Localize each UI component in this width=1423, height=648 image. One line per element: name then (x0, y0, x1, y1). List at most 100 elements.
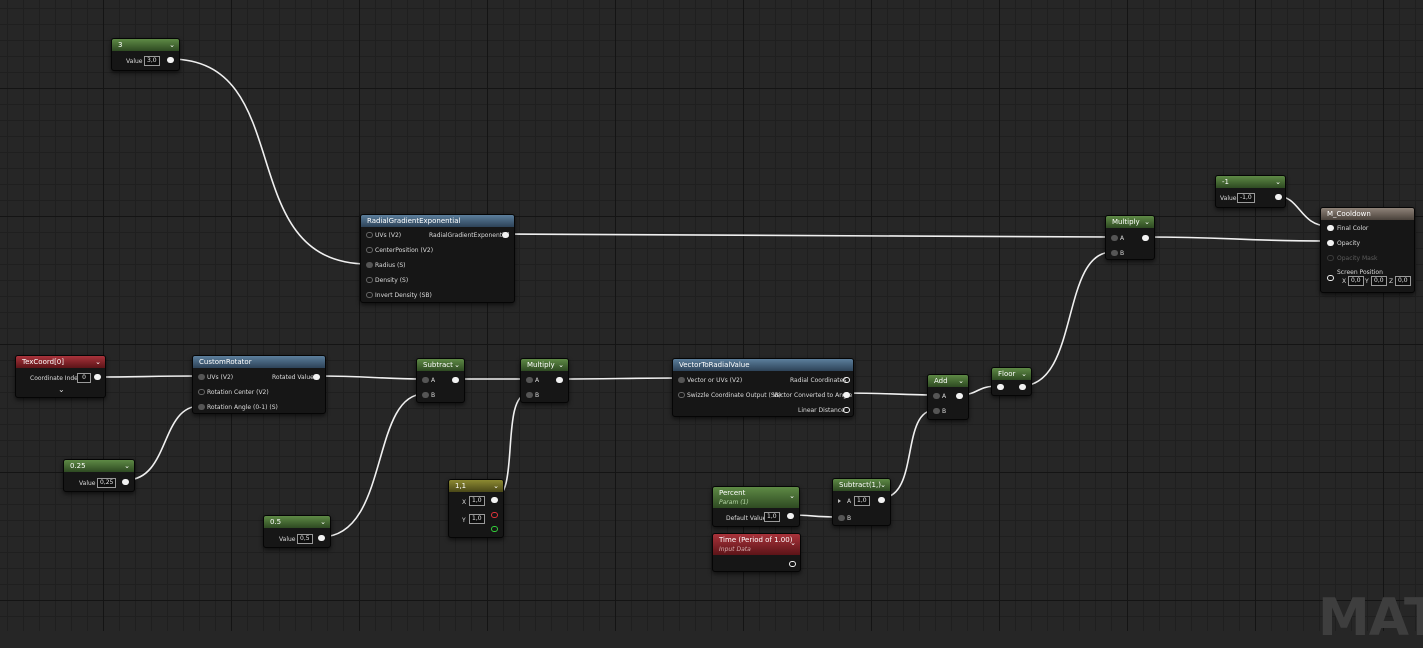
node-subtitle: Param (1) (719, 499, 749, 506)
x-field[interactable]: 0,0 (1348, 276, 1364, 286)
chevron-down-icon[interactable]: ⌄ (169, 41, 175, 49)
input-pin[interactable] (1327, 225, 1334, 231)
chevron-down-icon[interactable]: ⌄ (1144, 218, 1150, 226)
input-pin[interactable] (366, 292, 373, 298)
chevron-down-icon[interactable]: ⌄ (1021, 370, 1027, 378)
output-pin[interactable] (491, 497, 498, 503)
chevron-down-icon[interactable]: ⌄ (493, 482, 499, 490)
input-label: UVs (V2) (207, 374, 234, 381)
output-pin[interactable] (843, 392, 850, 398)
chevron-down-icon[interactable]: ⌄ (880, 481, 886, 489)
input-pin[interactable] (1327, 255, 1334, 261)
constant-node-05[interactable]: 0.5⌄ Value 0,5 (263, 515, 331, 548)
input-pin-b[interactable] (838, 515, 845, 521)
value-field[interactable]: 3,0 (144, 56, 160, 66)
chevron-down-icon[interactable]: ⌄ (789, 492, 795, 500)
coordinate-index-field[interactable]: 0 (77, 373, 91, 383)
chevron-down-icon[interactable]: ⌄ (1275, 178, 1281, 186)
input-pin-b[interactable] (422, 392, 429, 398)
collapse-arrow-icon[interactable] (838, 499, 841, 503)
constant-node-neg1[interactable]: -1⌄ Value -1,0 (1215, 175, 1286, 208)
wire-rotator-to-subtract-a (315, 375, 425, 380)
output-pin[interactable] (843, 407, 850, 413)
value-field[interactable]: -1,0 (1237, 193, 1255, 203)
input-pin[interactable] (678, 377, 685, 383)
texcoord-node[interactable]: TexCoord[0]⌄ Coordinate Index 0 ⌄ (15, 355, 106, 398)
output-pin-red[interactable] (491, 512, 498, 518)
node-title: Multiply ⌄ (1106, 216, 1154, 228)
constant2vector-node-11[interactable]: 1,1⌄ X 1,0 Y 1,0 (448, 479, 504, 538)
input-pin[interactable] (1327, 240, 1334, 246)
output-pin[interactable] (94, 374, 101, 380)
input-pin[interactable] (678, 392, 685, 398)
y-field[interactable]: 0,0 (1371, 276, 1387, 286)
chevron-down-icon[interactable]: ⌄ (558, 361, 564, 369)
chevron-down-icon[interactable]: ⌄ (958, 377, 964, 385)
multiply-node-mid[interactable]: Multiply⌄ A B (520, 358, 569, 403)
constant-node-3[interactable]: 3⌄ Value 3,0 (111, 38, 180, 71)
subtract-one-minus-node[interactable]: Subtract(1,)⌄ A 1,0 B (832, 478, 891, 526)
input-pin[interactable] (198, 374, 205, 380)
output-pin[interactable] (318, 535, 325, 541)
output-pin[interactable] (502, 232, 509, 238)
output-pin[interactable] (878, 497, 885, 503)
a-value-field[interactable]: 1,0 (854, 496, 870, 506)
default-value-field[interactable]: 1,0 (764, 512, 780, 522)
material-result-node[interactable]: M_Cooldown Final Color Opacity Opacity M… (1320, 207, 1415, 293)
chevron-down-icon[interactable]: ⌄ (95, 358, 101, 366)
output-pin[interactable] (1275, 194, 1282, 200)
input-pin[interactable] (366, 262, 373, 268)
constant-node-025[interactable]: 0.25⌄ Value 0,25 (63, 459, 135, 492)
input-pin[interactable] (1327, 275, 1334, 281)
material-watermark: MAT (1318, 588, 1423, 648)
radial-gradient-node[interactable]: RadialGradientExponential UVs (V2) Cente… (360, 214, 515, 303)
chevron-down-icon[interactable]: ⌄ (454, 361, 460, 369)
input-pin-a[interactable] (422, 377, 429, 383)
input-pin-b[interactable] (526, 392, 533, 398)
custom-rotator-node[interactable]: CustomRotator UVs (V2) Rotation Center (… (192, 355, 326, 414)
output-pin[interactable] (787, 513, 794, 519)
output-pin-green[interactable] (491, 526, 498, 532)
value-field[interactable]: 0,25 (97, 478, 117, 488)
chevron-down-icon[interactable]: ⌄ (320, 518, 326, 526)
time-node[interactable]: Time (Period of 1.00) Input Data ⌄ (712, 533, 801, 572)
add-node[interactable]: Add⌄ A B (927, 374, 969, 420)
z-field[interactable]: 0,0 (1395, 276, 1411, 286)
chevron-down-icon[interactable]: ⌄ (790, 539, 796, 547)
input-label: Opacity (1337, 240, 1361, 247)
input-pin[interactable] (366, 277, 373, 283)
output-pin[interactable] (452, 377, 459, 383)
input-pin-a[interactable] (933, 393, 940, 399)
subtract-node[interactable]: Subtract⌄ A B (416, 358, 465, 403)
output-pin[interactable] (313, 374, 320, 380)
input-pin[interactable] (366, 247, 373, 253)
expand-chevron-icon[interactable]: ⌄ (58, 385, 65, 394)
output-pin[interactable] (843, 377, 850, 383)
output-pin[interactable] (556, 377, 563, 383)
output-pin[interactable] (789, 561, 796, 567)
multiply-node-top[interactable]: Multiply⌄ A B (1105, 215, 1155, 260)
input-pin[interactable] (198, 389, 205, 395)
input-pin-b[interactable] (1111, 250, 1118, 256)
y-field[interactable]: 1,0 (469, 514, 485, 524)
input-pin-a[interactable] (1111, 235, 1118, 241)
input-pin[interactable] (997, 384, 1004, 390)
input-pin-b[interactable] (933, 408, 940, 414)
output-pin[interactable] (1019, 384, 1026, 390)
input-label-b: B (535, 392, 540, 399)
output-pin[interactable] (956, 393, 963, 399)
value-field[interactable]: 0,5 (297, 534, 313, 544)
node-title-text: Multiply (1112, 218, 1140, 226)
output-pin[interactable] (122, 479, 129, 485)
output-pin[interactable] (167, 57, 174, 63)
input-pin[interactable] (366, 232, 373, 238)
output-pin[interactable] (1142, 235, 1149, 241)
vector-to-radial-node[interactable]: VectorToRadialValue Vector or UVs (V2) S… (672, 358, 854, 417)
x-field[interactable]: 1,0 (469, 496, 485, 506)
input-pin-a[interactable] (526, 377, 533, 383)
graph-canvas[interactable] (0, 0, 1423, 631)
input-pin[interactable] (198, 404, 205, 410)
percent-parameter-node[interactable]: Percent Param (1) ⌄ Default Value 1,0 (712, 486, 800, 527)
chevron-down-icon[interactable]: ⌄ (124, 462, 130, 470)
floor-node[interactable]: Floor⌄ (991, 367, 1032, 396)
